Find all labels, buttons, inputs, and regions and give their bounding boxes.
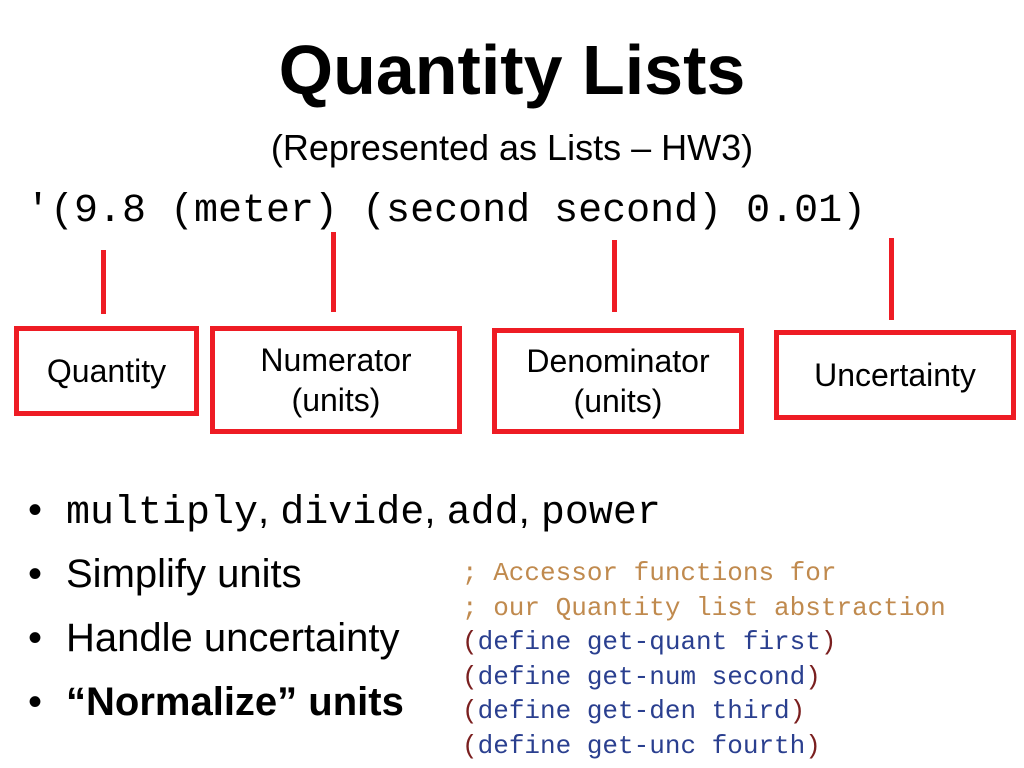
label-box-denominator: Denominator (units) xyxy=(492,328,744,434)
label-uncertainty-line1: Uncertainty xyxy=(814,357,976,393)
bullet-uncertainty: • Handle uncertainty xyxy=(28,606,661,670)
bullet-uncertainty-text: Handle uncertainty xyxy=(66,616,400,660)
bullet-dot: • xyxy=(28,488,43,532)
label-numerator-line2: (units) xyxy=(291,382,381,418)
connector-numerator xyxy=(331,232,336,312)
bullet-normalize-text: “Normalize” units xyxy=(66,680,404,724)
code-line-get-num: (define get-num second) xyxy=(462,661,821,692)
quantity-list-example: '(9.8 (meter) (second second) 0.01) xyxy=(26,189,867,234)
bullet-normalize: • “Normalize” units xyxy=(28,670,661,734)
bullet-simplify-text: Simplify units xyxy=(66,552,302,596)
bullet-simplify: • Simplify units xyxy=(28,542,661,606)
label-box-numerator: Numerator (units) xyxy=(210,326,462,434)
label-box-quantity: Quantity xyxy=(14,326,199,416)
label-denominator-line1: Denominator xyxy=(526,343,710,379)
op-power: power xyxy=(540,491,661,536)
op-separator: , xyxy=(424,488,436,532)
op-separator: , xyxy=(258,488,270,532)
slide-subtitle: (Represented as Lists – HW3) xyxy=(270,127,754,168)
op-multiply: multiply xyxy=(66,491,259,536)
bullet-list: • multiply, divide, add, power • Simplif… xyxy=(28,478,661,734)
op-separator: , xyxy=(518,488,530,532)
label-denominator-line2: (units) xyxy=(573,383,663,419)
code-comment-2: ; our Quantity list abstraction xyxy=(462,592,946,623)
code-comment-1: ; Accessor functions for xyxy=(462,558,837,588)
label-numerator-line1: Numerator xyxy=(260,342,412,378)
bullet-operations: • multiply, divide, add, power xyxy=(28,478,661,542)
accessor-code-block: ; Accessor functions for ; our Quantity l… xyxy=(462,556,946,763)
op-divide: divide xyxy=(280,491,425,536)
code-line-get-den: (define get-den third) xyxy=(462,696,806,726)
bullet-dot: • xyxy=(28,680,43,724)
op-add: add xyxy=(446,491,519,536)
bullet-dot: • xyxy=(28,616,43,660)
slide-title: Quantity Lists xyxy=(278,31,746,109)
connector-denominator xyxy=(612,240,617,312)
code-line-get-unc: (define get-unc fourth) xyxy=(462,730,821,761)
label-box-uncertainty: Uncertainty xyxy=(774,330,1016,420)
connector-quantity xyxy=(101,250,106,314)
label-quantity-line1: Quantity xyxy=(46,353,167,389)
connector-uncertainty xyxy=(889,238,894,320)
code-line-get-quant: (define get-quant first) xyxy=(462,627,837,657)
bullet-dot: • xyxy=(28,552,43,596)
